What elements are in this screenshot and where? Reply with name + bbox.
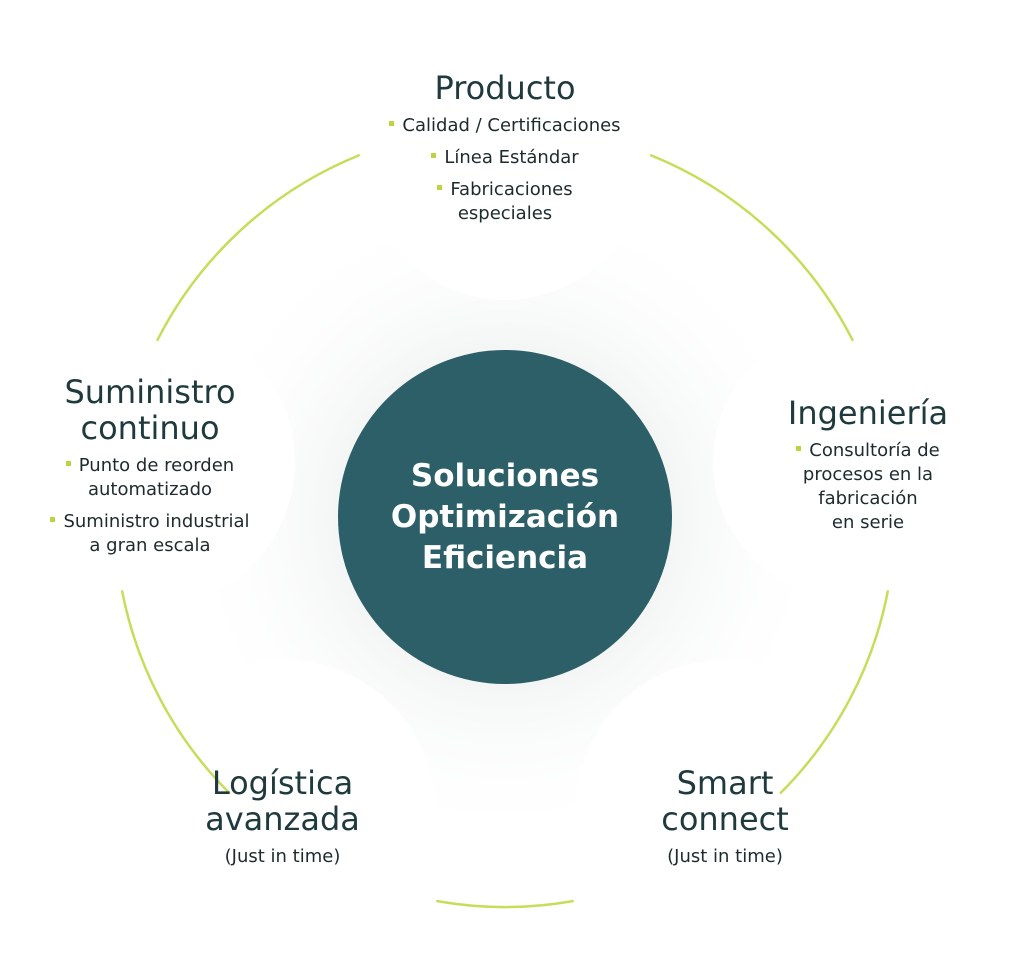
center-line: Optimización [390,498,620,535]
node-items: Calidad / Certificaciones Línea Estándar… [355,114,655,226]
list-item: Línea Estándar [355,146,655,170]
node-items: Punto de reorden automatizado Suministro… [20,454,280,558]
list-item: Suministro industrial a gran escala [20,510,280,558]
list-item: Calidad / Certificaciones [355,114,655,138]
node-logistica: Logística avanzada (Just in time) [160,765,405,869]
node-items: Consultoría de procesos en la fabricació… [758,439,978,535]
bullet-icon [65,460,71,466]
bullet-icon [50,516,56,522]
node-title-line: Producto [434,69,576,107]
node-title: Ingeniería [758,395,978,431]
node-title: Smart connect [605,765,845,837]
list-item-text: Calidad / Certificaciones [402,115,621,136]
bullet-icon [437,184,443,190]
ring-arc [436,899,574,909]
node-title: Suministro continuo [20,374,280,446]
node-suministro: Suministro continuo Punto de reorden aut… [20,374,280,566]
node-title: Producto [355,70,655,106]
bullet-icon [796,445,802,451]
node-title-line: avanzada [205,800,360,838]
list-item-text: Punto de reorden automatizado [78,455,235,500]
node-ingenieria: Ingeniería Consultoría de procesos en la… [758,395,978,543]
ring-arcs [120,154,890,909]
node-title: Logística avanzada [160,765,405,837]
center-line: Eficiencia [421,539,589,576]
ring-arc [779,590,890,795]
node-disc-producto [365,20,645,300]
list-item-text: Línea Estándar [444,147,579,168]
node-disc-smart [575,660,875,960]
node-title-line: Logística [211,764,354,802]
list-item-text: Suministro industrial a gran escala [63,511,250,556]
bullet-icon [431,152,437,158]
ring-arc [156,154,361,342]
list-item: Punto de reorden automatizado [20,454,280,502]
node-title-line: continuo [80,409,220,447]
center-line: Soluciones [410,457,600,494]
node-note: (Just in time) [667,846,783,867]
ring-arc [649,154,854,342]
node-disc-logistica [135,660,435,960]
node-smart: Smart connect (Just in time) [605,765,845,869]
list-item-text: Consultoría de procesos en la fabricació… [802,440,940,533]
node-title-line: connect [661,800,789,838]
list-item: Fabricaciones especiales [355,178,655,226]
ring-arc [120,590,231,795]
node-title-line: Smart [676,764,774,802]
list-item-text: Fabricaciones especiales [450,179,573,224]
center-hub: Soluciones Optimización Eficiencia [338,350,672,684]
node-producto: Producto Calidad / Certificaciones Línea… [355,70,655,234]
bullet-icon [389,120,395,126]
list-item: Consultoría de procesos en la fabricació… [758,439,978,535]
node-title-line: Ingeniería [787,394,949,432]
node-title-line: Suministro [64,373,236,411]
node-note: (Just in time) [224,846,341,867]
node-disc-suministro [5,317,295,607]
node-disc-ingenieria [713,327,983,597]
